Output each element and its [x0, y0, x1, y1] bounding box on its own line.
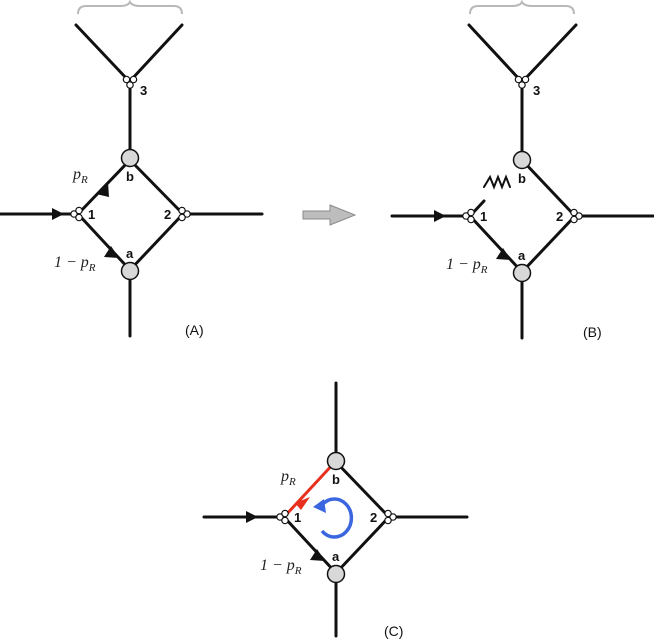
edge-a-1-a	[76, 212, 132, 272]
panel-label-c: (C)	[384, 623, 403, 639]
arrowhead-c-input	[246, 511, 258, 523]
edge-b-1-a	[468, 214, 524, 274]
node-label-c-2: 2	[370, 510, 377, 525]
node-a-a	[120, 261, 140, 281]
node-label-c-b: b	[332, 472, 340, 487]
node-label-b-3: 3	[533, 83, 540, 98]
loop-arrowhead	[313, 499, 326, 513]
node-label-b-b: b	[518, 171, 526, 186]
panel-label-a: (A)	[185, 322, 204, 338]
node-label-c-1: 1	[294, 510, 301, 525]
node-b-3	[514, 75, 530, 89]
arrowhead-a-input	[52, 208, 64, 220]
arrowhead-c-1-a	[310, 549, 325, 561]
node-label-c-a: a	[332, 549, 340, 564]
node-label-b-a: a	[518, 248, 526, 263]
edge-c-b-1-reversed	[282, 460, 337, 519]
node-label-b-1: 1	[480, 209, 487, 224]
edge-c-1-a	[282, 515, 338, 575]
arrowhead-a-1-a	[104, 246, 119, 258]
edge-a-a-2	[128, 212, 185, 272]
node-b-2	[570, 208, 583, 224]
node-label-a-1: 1	[88, 207, 95, 222]
transition-arrow-icon	[302, 204, 357, 226]
node-label-a-3: 3	[140, 83, 147, 98]
node-label-b-2: 2	[556, 209, 563, 224]
arrowhead-b-1-a	[496, 248, 511, 260]
node-b-b	[512, 150, 532, 170]
node-b-1	[462, 208, 475, 224]
node-a-3	[122, 75, 138, 89]
loop-arrow-icon	[320, 497, 354, 539]
prob-label-a-upper: pR	[72, 166, 88, 186]
edge-b-3-left-branch	[467, 23, 522, 82]
edge-b-3-right-branch	[522, 23, 578, 82]
node-c-2	[384, 509, 397, 525]
node-c-b	[326, 451, 346, 471]
panel-b: 3 b 1 2 a 1 − pR (B)	[390, 0, 654, 340]
node-a-2	[178, 206, 191, 222]
prob-label-c-upper: pR	[280, 468, 296, 488]
arrowhead-a-1-b	[96, 182, 109, 197]
node-c-a	[326, 564, 346, 584]
prob-label-a-lower: 1 − pR	[54, 254, 96, 274]
edge-a-3-left-branch	[74, 23, 130, 82]
edge-b-a-2	[520, 214, 577, 274]
arrowhead-c-b-1	[295, 497, 310, 510]
panel-a: 3 b 1 2 a pR 1 − pR (A)	[0, 0, 264, 338]
panel-c: b 1 2 a pR 1 − pR (C)	[202, 381, 469, 639]
edge-c-a-2	[334, 515, 391, 575]
node-label-a-b: b	[126, 169, 134, 184]
brace-b	[469, 0, 575, 15]
node-label-a-a: a	[126, 246, 134, 261]
node-a-b	[120, 148, 140, 168]
node-label-a-2: 2	[164, 207, 171, 222]
prob-label-c-lower: 1 − pR	[260, 557, 302, 577]
edge-a-b-2	[128, 158, 185, 216]
panel-label-b: (B)	[583, 324, 602, 340]
node-b-a	[512, 263, 532, 283]
prob-label-b-lower: 1 − pR	[446, 256, 488, 276]
edge-a-3-right-branch	[129, 23, 184, 82]
edge-c-b-2	[334, 460, 391, 519]
arrowhead-b-input	[434, 210, 446, 222]
broken-link-zigzag-icon	[483, 174, 511, 190]
node-a-1	[70, 206, 83, 222]
edge-b-b-2	[520, 158, 577, 218]
node-c-1	[276, 509, 289, 525]
brace-a	[77, 0, 183, 15]
